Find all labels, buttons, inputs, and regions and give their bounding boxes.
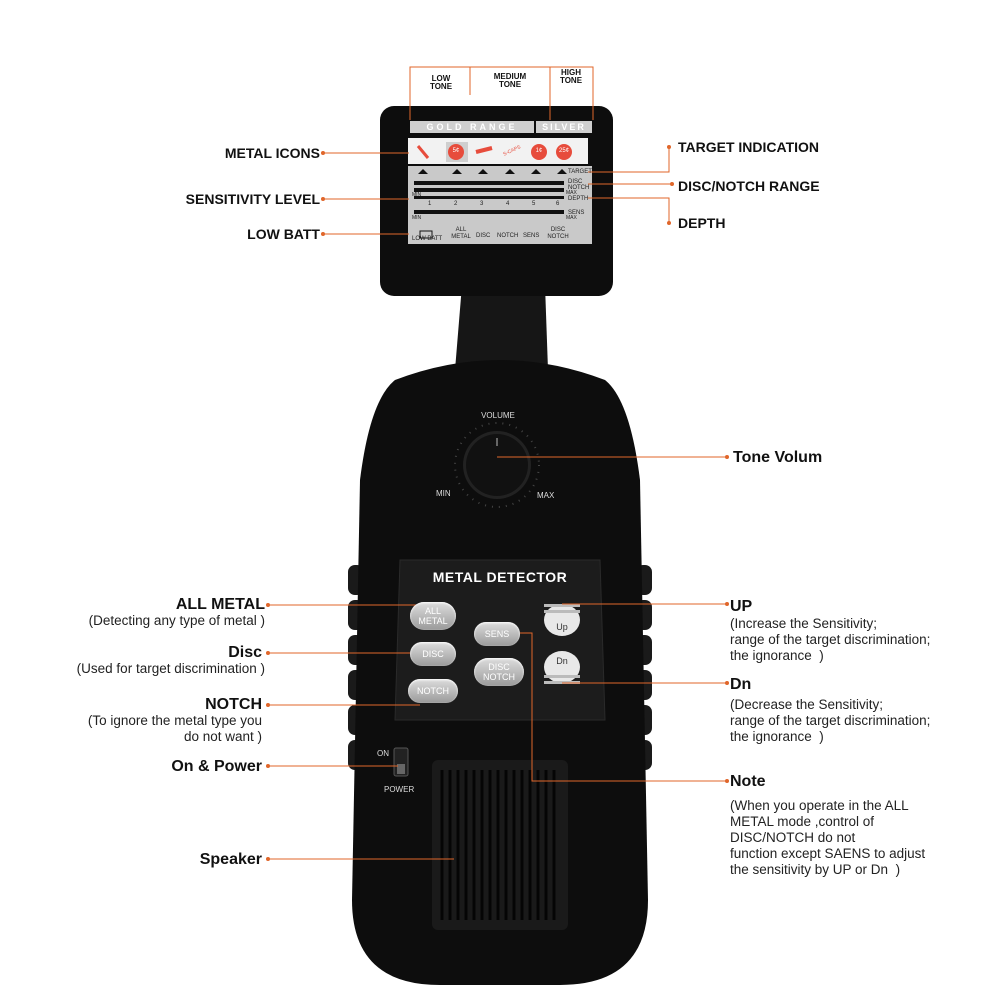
coin-5c: 5¢ — [452, 148, 460, 154]
callout-disc: Disc — [228, 644, 262, 661]
coin-25c: 25¢ — [558, 148, 569, 154]
disc-button[interactable]: DISC — [410, 642, 456, 666]
silver-bar — [536, 121, 592, 133]
notch-button[interactable]: NOTCH — [408, 679, 458, 703]
callout-sensitivity-level: SENSITIVITY LEVEL — [185, 191, 320, 207]
volume-dial-ring — [454, 422, 540, 508]
volume-label: VOLUME — [481, 411, 515, 420]
lcd-scale-4: 4 — [506, 201, 510, 207]
gold-range-bar — [410, 121, 534, 133]
callout-all-metal-desc: (Detecting any type of metal ) — [88, 613, 265, 628]
device-title: METAL DETECTOR — [432, 569, 568, 585]
lcd-depth-label: DEPTH — [568, 196, 589, 202]
lcd-scale-6: 6 — [556, 201, 560, 207]
switch-power-label: POWER — [384, 785, 415, 794]
lcd-low-batt: LOW BATT — [412, 236, 443, 242]
callout-up-desc: (Increase the Sensitivity; range of the … — [730, 616, 931, 663]
callout-dn-desc: (Decrease the Sensitivity; range of the … — [730, 697, 931, 744]
lcd-sens: SENS — [523, 233, 540, 239]
switch-on-label: ON — [377, 749, 389, 758]
lcd-scale-1: 1 — [428, 201, 432, 207]
lcd-scale-2: 2 — [454, 201, 458, 207]
lcd-disc: DISC — [476, 233, 491, 239]
lcd-notch: NOTCH — [497, 233, 519, 239]
callout-target-indication: TARGET INDICATION — [678, 139, 820, 155]
all-metal-button[interactable]: ALL METAL — [410, 602, 456, 630]
lcd-target-label: TARGET — [568, 169, 592, 175]
lcd-max-label: MAX — [566, 190, 577, 196]
callout-note: Note — [730, 773, 766, 790]
speaker-slots — [440, 770, 556, 920]
callout-lines — [268, 147, 727, 860]
lcd-min-label-2: MIN — [412, 215, 422, 221]
low-tone-header: LOW TONE — [429, 74, 453, 91]
lcd-all-metal: ALL METAL — [451, 227, 471, 240]
speaker-grille — [432, 760, 568, 930]
sens-button[interactable]: SENS — [474, 622, 520, 646]
callout-metal-icons: METAL ICONS — [224, 145, 320, 161]
up-button[interactable]: Up — [556, 622, 568, 632]
device-neck — [455, 285, 548, 370]
callout-low-batt: LOW BATT — [247, 226, 320, 242]
target-arrows — [418, 169, 567, 174]
callout-disc-notch-range: DISC/NOTCH RANGE — [678, 178, 820, 194]
lcd-scale-3: 3 — [480, 201, 484, 207]
volume-max-label: MAX — [537, 491, 555, 500]
lcd-segments — [414, 181, 564, 214]
callout-all-metal: ALL METAL — [175, 596, 265, 613]
callout-on-power: On & Power — [171, 758, 262, 775]
lcd-sens-label: SENS — [568, 210, 585, 216]
lcd-min-label: MIN — [412, 192, 422, 198]
lcd-max-label-2: MAX — [566, 215, 577, 221]
lcd-screen — [408, 166, 592, 244]
up-button-shape — [544, 604, 580, 636]
high-tone-header: HIGH TONE — [559, 68, 583, 85]
lcd-scale-5: 5 — [532, 201, 536, 207]
tone-brackets — [409, 66, 594, 120]
callout-notch: NOTCH — [205, 696, 262, 713]
gold-range-label: GOLD RANGE — [426, 122, 518, 132]
callout-up: UP — [730, 598, 753, 615]
callout-speaker: Speaker — [199, 851, 262, 868]
disc-notch-button[interactable]: DISC NOTCH — [474, 658, 524, 686]
silver-label: SILVER — [542, 122, 586, 132]
lcd-disc-notch: DISC NOTCH — [547, 227, 569, 240]
medium-tone-header: MEDIUM TONE — [493, 72, 527, 89]
dn-button[interactable]: Dn — [556, 656, 568, 666]
callout-disc-desc: (Used for target discrimination ) — [76, 661, 265, 676]
callout-dn: Dn — [730, 676, 752, 693]
lcd-disc-notch-label: DISC NOTCH — [568, 179, 590, 191]
callout-notch-desc: (To ignore the metal type you do not wan… — [87, 713, 262, 744]
volume-min-label: MIN — [436, 489, 451, 498]
callout-tone-volum: Tone Volum — [733, 449, 823, 466]
callout-dots — [266, 145, 729, 861]
callout-note-desc: (When you operate in the ALL METAL mode … — [730, 798, 926, 877]
coin-1c: 1¢ — [535, 148, 543, 154]
callout-depth: DEPTH — [678, 215, 726, 231]
